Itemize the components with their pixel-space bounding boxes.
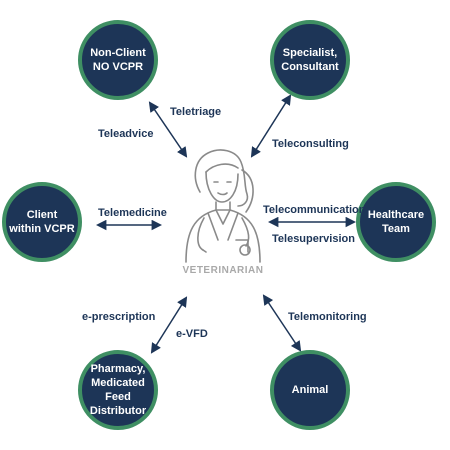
edge-label-telecommunication: Telecommunication xyxy=(263,204,366,216)
arrow-non-client xyxy=(148,101,188,158)
edge-label-eprescription: e-prescription xyxy=(82,311,156,323)
arrow-pharmacy xyxy=(150,296,188,354)
edge-label-teletriage: Teletriage xyxy=(170,106,222,118)
node-client: Client within VCPR xyxy=(2,182,82,262)
edge-label-teleconsulting: Teleconsulting xyxy=(272,138,349,150)
edge-label-telemedicine: Telemedicine xyxy=(98,207,167,219)
edge-label-teleadvice: Teleadvice xyxy=(98,128,154,140)
node-non-client: Non-Client NO VCPR xyxy=(78,20,158,100)
arrow-specialist xyxy=(250,94,292,158)
node-pharmacy: Pharmacy, Medicated Feed Distributor xyxy=(78,350,158,430)
node-label: Healthcare Team xyxy=(367,209,425,235)
edge-label-evfd: e-VFD xyxy=(176,328,208,340)
veterinarian-icon xyxy=(185,149,261,263)
node-animal: Animal xyxy=(270,350,350,430)
node-healthcare-team: Healthcare Team xyxy=(356,182,436,262)
edge-label-telesupervision: Telesupervision xyxy=(272,233,355,245)
node-label: Animal xyxy=(291,384,329,396)
veterinarian-label: VETERINARIAN xyxy=(182,265,264,276)
node-specialist: Specialist, Consultant xyxy=(270,20,350,100)
edge-label-telemonitoring: Telemonitoring xyxy=(288,311,367,323)
node-label: Pharmacy, Medicated Feed Distributor xyxy=(89,363,147,417)
arrow-animal xyxy=(262,294,302,352)
node-label: Non-Client NO VCPR xyxy=(90,47,146,73)
node-label: Client within VCPR xyxy=(9,209,75,235)
node-label: Specialist, Consultant xyxy=(281,47,339,73)
